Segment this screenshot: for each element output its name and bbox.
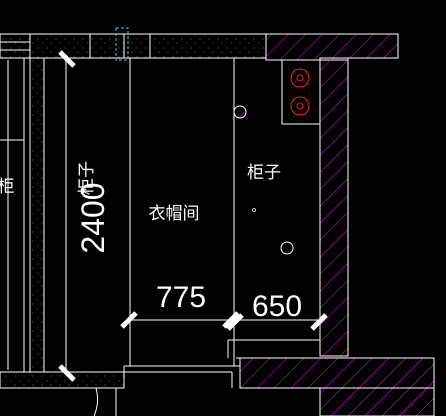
label-cabinet-right: 柜子	[247, 163, 281, 183]
hatched-walls	[239, 33, 435, 416]
hatched-wall-bottom	[239, 357, 435, 389]
window-marker	[115, 27, 129, 61]
label-cabinet-left: 柜子	[77, 161, 97, 195]
top-wall	[0, 33, 267, 59]
dim-tick-2	[222, 311, 240, 329]
equipment-box-outline	[281, 59, 321, 125]
red-marker-outer-1	[290, 68, 310, 88]
left-wall	[0, 57, 45, 373]
red-marker-inner-1	[296, 74, 304, 82]
equipment-box	[281, 59, 321, 125]
red-marker-outer-2	[290, 96, 310, 116]
left-wall-band	[29, 57, 45, 373]
pipe-circle-2	[280, 241, 294, 255]
dimension-2400: 2400	[75, 182, 111, 253]
red-marker-inner-2	[296, 102, 304, 110]
hatched-wall-bottom-right	[319, 387, 435, 416]
label-cloakroom: 衣帽间	[149, 204, 200, 224]
pipe-circles	[233, 105, 294, 255]
label-edge-cabinet: 柜	[0, 177, 15, 197]
hatched-wall-right	[319, 57, 349, 357]
dimension-775: 775	[156, 281, 206, 314]
pipe-circle-1	[233, 105, 247, 119]
top-wall-middle-segment	[149, 33, 267, 59]
small-dot	[252, 208, 256, 212]
horizontal-dimension	[120, 311, 328, 331]
dim-tick-bottom	[58, 364, 76, 382]
bottom-wall	[0, 358, 241, 416]
dim-tick-4	[310, 313, 328, 331]
dimension-650: 650	[252, 290, 302, 323]
dim-tick-1	[120, 311, 138, 329]
bottom-wall-left	[0, 371, 125, 389]
dim-tick-top	[58, 50, 76, 68]
dim-tick-3	[226, 313, 244, 331]
hatched-wall-top	[265, 33, 399, 61]
vertical-dimension	[58, 50, 76, 382]
